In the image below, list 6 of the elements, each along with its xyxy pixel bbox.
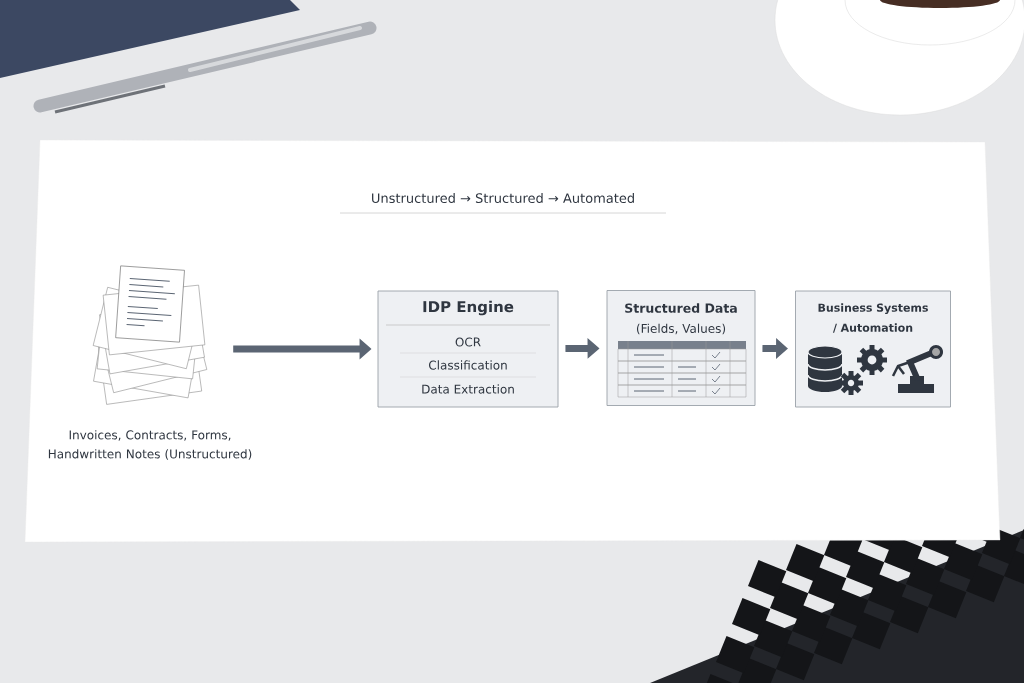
diagram-title: Unstructured → Structured → Automated [372,192,634,204]
document-stack-drawing [92,265,208,405]
system-box: Business Systems / Automation [795,290,951,408]
node-caption: Invoices, Contracts, Forms, Handwritten Notes (Unstructured) [48,430,252,460]
data-table-box: Structured Data (Fields, Values) [606,290,756,406]
process-box: IDP Engine OCR Classification Data Extraction [377,290,559,408]
